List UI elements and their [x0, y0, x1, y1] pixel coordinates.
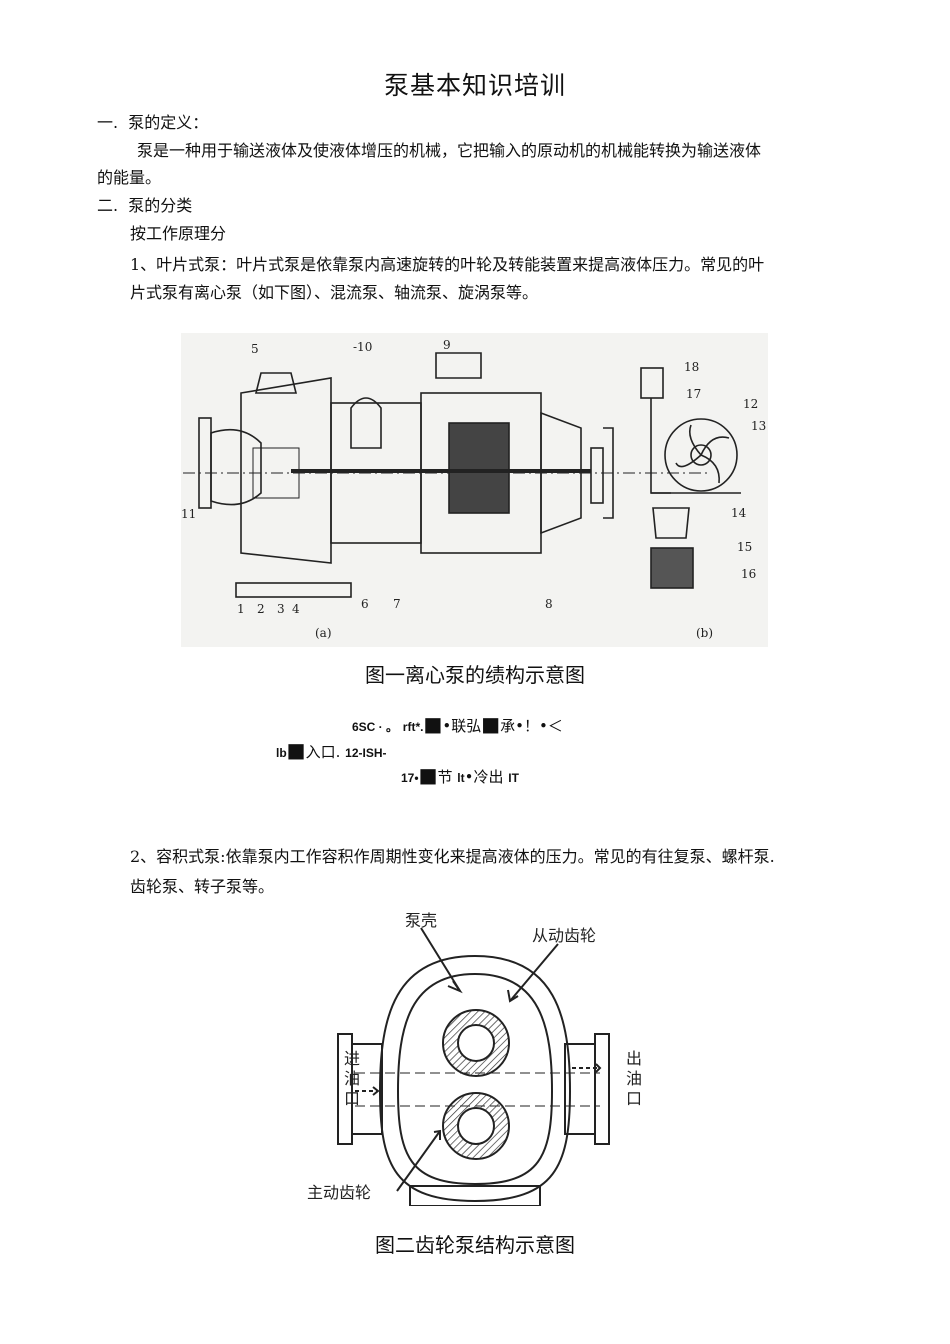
garbled-block: ■ — [481, 712, 501, 736]
positive-pump-line-2: 齿轮泵、转子泵等。 — [130, 877, 275, 896]
section-1-heading: 一. 泵的定义： — [97, 112, 208, 134]
section-1-number: 一. — [97, 113, 119, 132]
page-title: 泵基本知识培训 — [383, 71, 566, 100]
garbled-line-3: 17•■节 lt•冷出 IT — [401, 763, 519, 787]
garbled-text: •联弘 — [442, 717, 482, 735]
definition-line-2: 的能量。 — [97, 168, 162, 187]
label-outlet-1: 出 — [626, 1049, 642, 1068]
label-14: 14 — [731, 506, 747, 520]
garbled-line-2: lb■入口. 12-ISH- — [276, 738, 386, 762]
garbled-text: 入口. — [305, 743, 341, 761]
label-6: 6 — [361, 597, 369, 611]
label-11: 11 — [181, 507, 196, 521]
garbled-text: 承•！•＜ — [500, 717, 563, 735]
vane-pump-line-2: 片式泵有离心泵（如下图）、混流泵、轴流泵、旋涡泵等。 — [130, 283, 539, 302]
garbled-text: 6SC · 。 — [352, 720, 399, 734]
label-13: 13 — [751, 419, 766, 433]
label-inlet-1: 进 — [344, 1049, 360, 1068]
gear-pump-drawing: 泵壳 从动齿轮 进 油 口 出 油 口 主动齿轮 — [307, 911, 642, 1207]
label-16: 16 — [741, 567, 756, 581]
garbled-text: rft*. — [402, 720, 424, 734]
label-4: 4 — [292, 602, 300, 616]
section-2-number: 二. — [97, 196, 119, 215]
label-driving-gear: 主动齿轮 — [307, 1183, 371, 1202]
label-7: 7 — [393, 597, 401, 611]
label-5: 5 — [251, 342, 259, 356]
section-2-title: 泵的分类 — [128, 196, 193, 215]
label-9: 9 — [443, 338, 451, 352]
garbled-text: 节 — [437, 768, 453, 786]
sub-label-b: (b) — [696, 626, 713, 640]
label-1: 1 — [237, 602, 245, 616]
centrifugal-pump-drawing: 1 2 3 4 5 6 7 8 9 -10 11 12 13 14 15 16 … — [181, 338, 766, 640]
garbled-text: •冷出 — [464, 768, 504, 786]
label-casing: 泵壳 — [405, 911, 437, 930]
garbled-block: ■ — [423, 712, 443, 736]
label-17: 17 — [686, 387, 701, 401]
positive-pump-line-1: 2、容积式泵:依靠泵内工作容积作周期性变化来提高液体的压力。常见的有往复泵、螺杆… — [130, 847, 775, 866]
label-inlet-3: 口 — [344, 1089, 360, 1108]
figure-1-caption: 图一离心泵的绩构示意图 — [365, 663, 585, 687]
label-2: 2 — [257, 602, 265, 616]
label-18: 18 — [684, 360, 699, 374]
sub-label-a: (a) — [315, 626, 332, 640]
vane-pump-line-1: 1、叶片式泵：叶片式泵是依靠泵内高速旋转的叶轮及转能装置来提高液体压力。常见的叶 — [130, 255, 765, 274]
label-inlet-2: 油 — [344, 1069, 360, 1088]
label-8: 8 — [545, 597, 553, 611]
label-15: 15 — [737, 540, 752, 554]
label-12: 12 — [743, 397, 758, 411]
label-10: -10 — [353, 340, 372, 354]
definition-line-1: 泵是一种用于输送液体及使液体增压的机械，它把输入的原动机的机械能转换为输送液体 — [137, 141, 762, 160]
centrifugal-pump-figure: 1 2 3 4 5 6 7 8 9 -10 11 12 13 14 15 16 … — [181, 333, 768, 647]
figure-2-caption: 图二齿轮泵结构示意图 — [375, 1233, 575, 1257]
classification-basis: 按工作原理分 — [130, 224, 227, 243]
garbled-block: ■ — [286, 738, 306, 762]
garbled-text: lt — [457, 771, 465, 785]
garbled-block: ■ — [418, 763, 438, 787]
garbled-text: 17• — [401, 771, 419, 785]
section-1-title: 泵的定义： — [128, 113, 209, 132]
label-3: 3 — [277, 602, 285, 616]
garbled-text: 12-ISH- — [345, 746, 387, 760]
garbled-line-1: 6SC · 。 rft*.■•联弘■承•！•＜ — [352, 712, 563, 736]
section-2-heading: 二. 泵的分类 — [97, 195, 192, 217]
garbled-text: IT — [508, 771, 519, 785]
label-outlet-3: 口 — [626, 1089, 642, 1108]
garbled-text: lb — [276, 746, 287, 760]
label-driven-gear: 从动齿轮 — [532, 926, 596, 945]
label-outlet-2: 油 — [626, 1069, 642, 1088]
gear-pump-figure: 泵壳 从动齿轮 进 油 口 出 油 口 主动齿轮 — [300, 906, 645, 1207]
